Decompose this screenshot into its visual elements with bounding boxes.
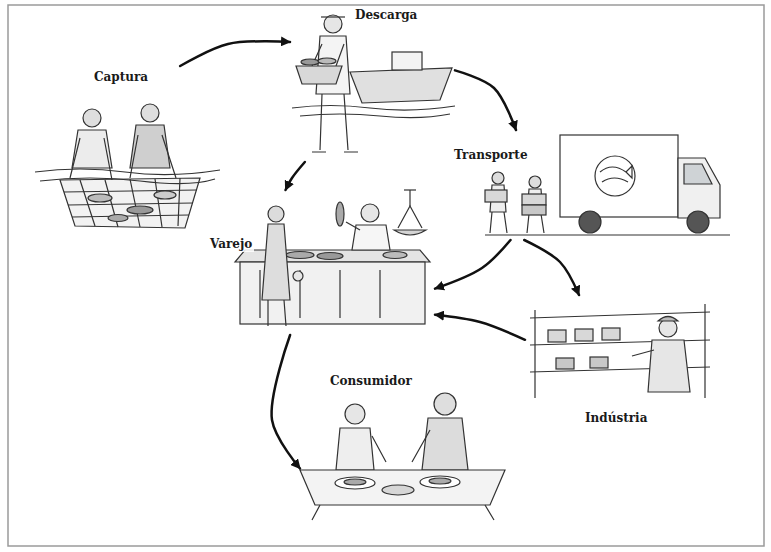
consumer-illustration: [300, 393, 505, 520]
stage-label: Varejo: [208, 237, 254, 252]
fishermen-illustration: [35, 104, 220, 228]
unloading-illustration: [292, 15, 455, 152]
stage-group: Descarga: [290, 4, 455, 162]
stage-group: Captura: [30, 66, 225, 234]
frame: [8, 5, 764, 546]
stage-label: Consumidor: [328, 374, 414, 389]
flow-arrow: [180, 41, 290, 66]
stage-label: Captura: [92, 70, 150, 85]
flow-arrow: [435, 240, 511, 289]
flow-arrow: [286, 162, 305, 190]
stage-group: Consumidor: [300, 368, 510, 518]
flow-arrow: [272, 335, 300, 469]
stage-label: Descarga: [353, 8, 419, 23]
stage-label: Indústria: [583, 411, 649, 426]
market-stall-illustration: [235, 190, 430, 326]
industry-illustration: [530, 304, 710, 398]
stage-group: Varejo: [205, 190, 435, 335]
stage-group: Transporte: [450, 130, 725, 240]
flow-arrow: [524, 240, 579, 295]
flow-arrow: [455, 70, 516, 130]
flow-arrow: [435, 315, 525, 340]
stage-label: Transporte: [452, 148, 530, 163]
stage-group: Indústria: [525, 295, 725, 435]
